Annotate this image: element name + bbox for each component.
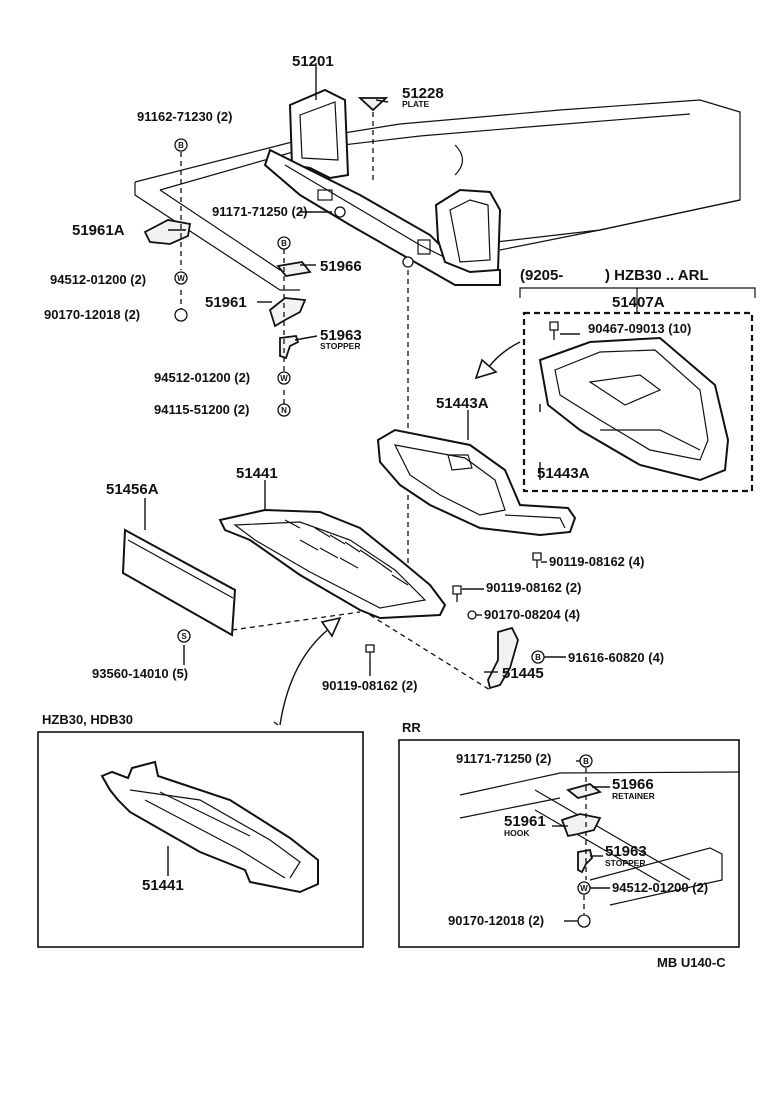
under-cover-51441 (218, 508, 447, 620)
washer-symbol (174, 271, 188, 285)
bolt-symbol-letter: B (281, 239, 287, 248)
bolt-symbol-letter: B (178, 141, 184, 150)
label-51443A-inset: 51443A (537, 465, 590, 482)
label-90119-08162-c: 90119-08162 (2) (322, 678, 417, 693)
installation-lines (180, 112, 491, 691)
label-90119-08162-4: 90119-08162 (4) (549, 554, 644, 569)
label-90119-08162-2: 90119-08162 (2) (486, 580, 581, 595)
bolt-90467-icon (549, 321, 559, 340)
screw-symbol-letter: S (181, 632, 187, 641)
label-90170-12018: 90170-12018 (2) (44, 307, 140, 322)
inset-left-title: HZB30, HDB30 (42, 712, 133, 727)
label-94512-01200-b: 94512-01200 (2) (154, 370, 250, 385)
bolt-90119-icon (365, 644, 375, 660)
label-94512-01200: 94512-01200 (2) (50, 272, 146, 287)
bolt-symbol (277, 236, 291, 250)
mud-guard-51456A (121, 528, 237, 637)
direction-arrow-icon (474, 341, 521, 380)
retainer-51966 (276, 261, 312, 277)
label-51407A: 51407A (612, 294, 665, 311)
inset-hzb30-hdb30: HZB30, HDB30 51441 (37, 712, 364, 948)
leader-lines (144, 63, 580, 676)
label-51961: 51961 (205, 294, 247, 311)
label-51443A: 51443A (436, 395, 489, 412)
inset-right-label-51961: 51961 (504, 813, 546, 830)
washer-symbol-letter: W (177, 274, 185, 283)
bracket-51445 (487, 626, 519, 690)
label-51456A: 51456A (106, 481, 159, 498)
label-51441: 51441 (236, 465, 278, 482)
inset-right-label-91171-71250: 91171-71250 (2) (456, 751, 551, 766)
label-93560-14010: 93560-14010 (5) (92, 666, 188, 681)
label-91171-71250: 91171-71250 (2) (212, 204, 307, 219)
nut-hex-symbol (577, 914, 591, 928)
under-cover-51443A-inset (538, 336, 730, 482)
nut-symbol-letter: N (281, 406, 287, 415)
washer-symbol-letter: W (280, 374, 288, 383)
washer-90170-icon (467, 610, 477, 620)
inset-right-label-51963: 51963 (605, 843, 647, 860)
label-51201: 51201 (292, 53, 334, 70)
label-90170-08204: 90170-08204 (4) (484, 607, 580, 622)
bolt-90119-icon (452, 585, 462, 602)
bolt-symbol-letter: B (535, 653, 541, 662)
label-variant-models: ) HZB30 .. ARL (605, 267, 709, 284)
nut-hex-symbol (174, 308, 188, 322)
label-51961A: 51961A (72, 222, 125, 239)
label-51966: 51966 (320, 258, 362, 275)
label-51963: 51963 (320, 327, 362, 344)
label-91162-71230: 91162-71230 (2) (137, 109, 232, 124)
bolt-symbol (174, 138, 188, 152)
part-labels: 51201 51228 PLATE 91162-71230 (2) 91171-… (44, 53, 709, 693)
inset-right-label-retainer: RETAINER (612, 791, 655, 801)
hook-51961A (143, 219, 192, 245)
fastener-symbols: B B W W N S B (174, 138, 559, 664)
inset-right-label-90170-12018: 90170-12018 (2) (448, 913, 544, 928)
inset-right-label-stopper: STOPPER (605, 858, 645, 868)
washer-symbol (277, 371, 291, 385)
inset-left-part-label: 51441 (142, 877, 184, 894)
bolt-91171-icon (402, 256, 414, 268)
inset-right-label-51966: 51966 (612, 776, 654, 793)
label-90467-09013: 90467-09013 (10) (588, 321, 691, 336)
label-51445: 51445 (502, 665, 544, 682)
inset-right-title: RR (402, 720, 421, 735)
label-51228: 51228 (402, 85, 444, 102)
inset-rr: RR B W 91171-71250 (2) 51966 RETAINER 51… (398, 720, 741, 948)
view-arrow-icon (273, 616, 342, 726)
bolt-91171-icon (334, 206, 346, 218)
nut-symbol (277, 403, 291, 417)
inset-right-label-94512-01200: 94512-01200 (2) (612, 880, 708, 895)
label-plate: PLATE (402, 99, 430, 109)
under-cover-51443A (376, 428, 577, 537)
crossmember-51201 (263, 88, 502, 286)
screw-symbol (177, 629, 191, 643)
box-51407A (519, 287, 756, 493)
plate-51228 (357, 97, 389, 112)
bolt-90119-icon (532, 552, 542, 568)
label-91616-60820: 91616-60820 (4) (568, 650, 664, 665)
inset-right-label-hook: HOOK (504, 828, 530, 838)
label-stopper: STOPPER (320, 341, 360, 351)
label-variant-date: (9205- (520, 267, 563, 284)
hook-51961 (268, 297, 307, 328)
bolt-symbol-letter: B (583, 757, 589, 766)
diagram-code: MB U140-C (657, 955, 726, 970)
label-94115-51200: 94115-51200 (2) (154, 402, 249, 417)
washer-symbol-letter: W (580, 884, 588, 893)
